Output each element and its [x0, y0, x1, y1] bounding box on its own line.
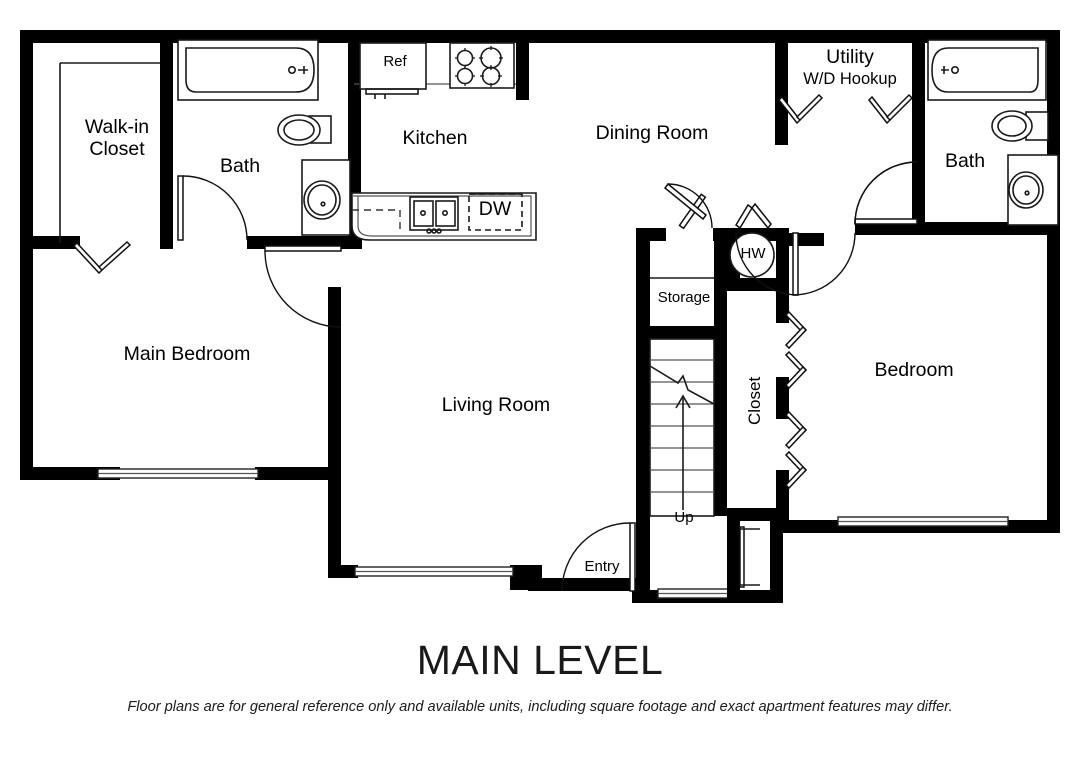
- caption-block: MAIN LEVEL Floor plans are for general r…: [0, 636, 1080, 715]
- door-walk-in-closet: [72, 240, 132, 275]
- room-label-bath-right: Bath: [944, 150, 986, 172]
- dishwasher: [468, 193, 523, 231]
- room-label-main-bedroom: Main Bedroom: [123, 343, 251, 365]
- door-closet-bifold-1: [784, 310, 808, 350]
- room-label-walk-in-closet: Walk-in Closet: [62, 116, 172, 160]
- kitchen-sink: [409, 196, 459, 234]
- door-utility-left: [778, 93, 824, 125]
- appliance-label-refrigerator: Ref: [383, 53, 407, 70]
- doors: [72, 93, 918, 592]
- door-bath-left: [177, 175, 248, 241]
- interior-walls-kitchen: [516, 30, 788, 145]
- walk-in-closet-line1: Walk-in: [84, 116, 150, 138]
- door-bedroom-right: [735, 232, 856, 296]
- door-water-heater: [735, 202, 772, 230]
- door-utility-right: [868, 93, 914, 125]
- room-label-closet: Closet: [745, 376, 764, 425]
- room-label-utility: Utility: [826, 46, 874, 68]
- room-label-bath-left: Bath: [219, 155, 261, 177]
- kitchen-peninsula: [351, 192, 537, 241]
- central-core-walls: [636, 228, 789, 603]
- door-bath-right: [854, 161, 918, 225]
- disclaimer-text: Floor plans are for general reference on…: [127, 699, 953, 716]
- bath-right-fixtures: [927, 39, 1059, 226]
- range-cooktop: [449, 42, 515, 89]
- refrigerator: [359, 42, 427, 99]
- room-label-bedroom: Bedroom: [874, 359, 954, 381]
- walk-in-closet-line2: Closet: [89, 138, 145, 161]
- door-storage: [663, 182, 713, 230]
- water-heater-symbol: [729, 232, 775, 278]
- room-label-entry: Entry: [584, 558, 620, 575]
- interior-walls-left: [20, 30, 362, 473]
- kitchen-fixtures: [351, 42, 537, 241]
- toilet-right: [991, 110, 1049, 142]
- bathtub-left: [177, 39, 319, 101]
- windows: [97, 468, 1009, 599]
- door-closet-bifold-2: [784, 350, 808, 390]
- room-sublabel-wd-hookup: W/D Hookup: [803, 70, 897, 88]
- door-lower-closet: [739, 526, 760, 588]
- toilet-left: [277, 114, 332, 146]
- bath-left-fixtures: [177, 39, 351, 236]
- page-title: MAIN LEVEL: [416, 637, 664, 683]
- room-label-dining-room: Dining Room: [595, 122, 709, 144]
- appliance-label-water-heater: HW: [740, 245, 766, 262]
- room-label-storage: Storage: [657, 289, 711, 306]
- door-closet-bifold-3: [784, 410, 808, 450]
- staircase: [649, 338, 715, 517]
- appliance-label-dishwasher: DW: [478, 198, 512, 220]
- door-closet-bifold-4: [784, 450, 808, 490]
- door-main-bedroom: [264, 245, 342, 328]
- vanity-left: [301, 159, 351, 236]
- room-label-living-room: Living Room: [441, 394, 551, 416]
- walk-in-closet-shelf: [59, 62, 160, 243]
- interior-walls-right: [788, 30, 1047, 246]
- vanity-right: [1007, 154, 1059, 226]
- annotation-label-stair-up: Up: [674, 509, 694, 526]
- door-entry: [561, 522, 636, 592]
- room-label-kitchen: Kitchen: [402, 127, 468, 149]
